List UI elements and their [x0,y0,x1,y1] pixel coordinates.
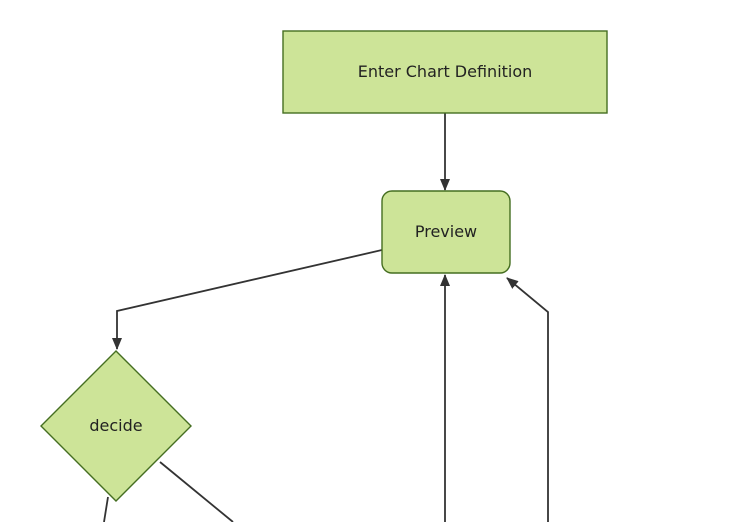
node-decide [40,350,192,502]
edge-layer [103,113,549,522]
node-preview [381,190,511,274]
node-layer [40,30,608,502]
edge-decide-to-offscreen-bottom-left [103,496,109,522]
edge-offscreen-bottom-right-to-preview [506,277,549,522]
edge-preview-to-decide [112,249,383,350]
node-enter-chart-definition [282,30,608,114]
edge-decide-to-offscreen-bottom-right [159,461,234,522]
